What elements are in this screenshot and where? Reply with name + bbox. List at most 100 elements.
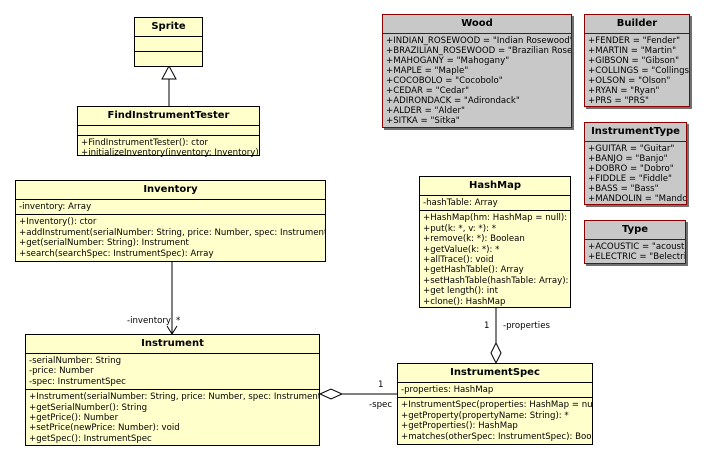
inventory-class[interactable]: Inventory -inventory: Array +Inventory()… (15, 180, 326, 262)
method: +InstrumentSpec(properties: HashMap = nu… (401, 400, 592, 411)
type-literals: +ACOUSTIC = "acoustic" +ELECTRIC = "Bele… (585, 240, 685, 264)
enum-literal: +RYAN = "Ryan" (588, 86, 660, 96)
wood-enum[interactable]: Wood +INDIAN_ROSEWOOD = "Indian Rosewood… (382, 14, 572, 128)
findinstrumenttester-methods: +FindInstrumentTester(): ctor +initializ… (78, 135, 259, 161)
enum-literal: +COLLINGS = "Collings" (588, 66, 689, 76)
type-enum[interactable]: Type +ACOUSTIC = "acoustic" +ELECTRIC = … (584, 220, 686, 264)
method: +getPrice(): Number (29, 413, 119, 424)
enum-literal: +BASS = "Bass" (588, 184, 659, 194)
enum-literal: +ELECTRIC = "Belectric" (588, 252, 685, 262)
inventory-multiplicity: * (176, 316, 181, 326)
instrument-class[interactable]: Instrument -serialNumber: String -price:… (25, 334, 320, 446)
instrumenttype-enum-name: InstrumentType (585, 123, 686, 142)
attribute: -inventory: Array (19, 202, 92, 212)
enum-literal: +DOBRO = "Dobro" (588, 164, 674, 174)
wood-enum-name: Wood (383, 15, 571, 34)
method: +get length(): int (423, 286, 498, 297)
method: +HashMap(hm: HashMap = null): ctor (423, 213, 570, 224)
inventory-methods: +Inventory(): ctor +addInstrument(serial… (16, 214, 325, 261)
method: +search(searchSpec: InstrumentSpec): Arr… (19, 248, 214, 259)
enum-literal: +SITKA = "Sitka" (386, 116, 460, 126)
hashmap-methods: +HashMap(hm: HashMap = null): ctor +put(… (420, 210, 570, 309)
findinstrumenttester-class[interactable]: FindInstrumentTester +FindInstrumentTest… (77, 106, 260, 158)
enum-literal: +GUITAR = "Guitar" (588, 144, 675, 154)
method: +addInstrument(serialNumber: String, pri… (19, 227, 325, 238)
method: +get(serialNumber: String): Instrument (19, 238, 189, 249)
enum-literal: +MARTIN = "Martin" (588, 46, 677, 56)
instrumenttype-enum[interactable]: InstrumentType +GUITAR = "Guitar" +BANJO… (584, 122, 687, 205)
findinstrumenttester-attributes (78, 126, 259, 135)
inventory-class-name: Inventory (16, 181, 325, 200)
attribute: -hashTable: Array (423, 198, 498, 208)
enum-literal: +MAPLE = "Maple" (386, 66, 469, 76)
properties-aggregation-diamond (490, 341, 502, 365)
sprite-attributes (135, 37, 202, 51)
method: +Instrument(serialNumber: String, price:… (29, 392, 319, 403)
findinstrumenttester-class-name: FindInstrumentTester (78, 107, 259, 126)
method: +getProperty(propertyName: String): * (401, 410, 569, 421)
method: +put(k: *, v: *): * (423, 223, 497, 234)
instrumentspec-methods: +InstrumentSpec(properties: HashMap = nu… (398, 397, 592, 444)
sprite-class-name: Sprite (135, 18, 202, 37)
method: +matches(otherSpec: InstrumentSpec): Boo… (401, 431, 592, 442)
enum-literal: +ALDER = "Alder" (386, 106, 465, 116)
attribute: -spec: InstrumentSpec (29, 376, 126, 387)
method: +getSerialNumber(): String (29, 402, 148, 413)
builder-enum-name: Builder (585, 15, 689, 34)
builder-literals: +FENDER = "Fender" +MARTIN = "Martin" +G… (585, 34, 689, 108)
sprite-class[interactable]: Sprite (134, 17, 203, 67)
type-enum-name: Type (585, 221, 685, 240)
instrument-methods: +Instrument(serialNumber: String, price:… (26, 389, 319, 446)
method: +setHashTable(hashTable: Array): void (423, 275, 570, 286)
spec-role-label: -spec (369, 400, 393, 410)
enum-literal: +INDIAN_ROSEWOOD = "Indian Rosewood" (386, 36, 571, 46)
instrumentspec-attributes: -properties: HashMap (398, 383, 592, 397)
enum-literal: +BANJO = "Banjo" (588, 154, 668, 164)
enum-literal: +COCOBOLO = "Cocobolo" (386, 76, 503, 86)
enum-literal: +GIBSON = "Gibson" (588, 56, 680, 66)
enum-literal: +PRS = "PRS" (588, 96, 649, 106)
enum-literal: +FIDDLE = "Fiddle" (588, 174, 672, 184)
method: +getHashTable(): Array (423, 265, 524, 276)
enum-literal: +MAHOGANY = "Mahogany" (386, 56, 510, 66)
method: +getValue(k: *): * (423, 244, 500, 255)
inventory-attributes: -inventory: Array (16, 200, 325, 214)
hashmap-attributes: -hashTable: Array (420, 196, 570, 210)
method: +clone(): HashMap (423, 296, 506, 307)
enum-literal: +CEDAR = "Cedar" (386, 86, 470, 96)
properties-role-label: -properties (503, 321, 550, 331)
method: +remove(k: *): Boolean (423, 234, 525, 245)
instrumentspec-class-name: InstrumentSpec (398, 364, 592, 383)
method: +initializeInventory(inventory: Inventor… (81, 148, 259, 159)
enum-literal: +ACOUSTIC = "acoustic" (588, 242, 685, 252)
hashmap-class-name: HashMap (420, 177, 570, 196)
spec-aggregation-diamond (318, 388, 344, 400)
enum-literal: +MANDOLIN = "Mandolin" (588, 194, 686, 204)
hashmap-class[interactable]: HashMap -hashTable: Array +HashMap(hm: H… (419, 176, 571, 308)
instrumentspec-class[interactable]: InstrumentSpec -properties: HashMap +Ins… (397, 363, 593, 445)
spec-multiplicity: 1 (378, 380, 384, 390)
instrumenttype-literals: +GUITAR = "Guitar" +BANJO = "Banjo" +DOB… (585, 142, 686, 206)
attribute: -price: Number (29, 366, 94, 377)
method: +Inventory(): ctor (19, 217, 97, 228)
generalization-arrowhead (161, 64, 177, 80)
instrument-class-name: Instrument (26, 335, 319, 354)
method: +allTrace(): void (423, 255, 494, 266)
inventory-role-label: -inventory (127, 316, 172, 326)
builder-enum[interactable]: Builder +FENDER = "Fender" +MARTIN = "Ma… (584, 14, 690, 107)
instrument-attributes: -serialNumber: String -price: Number -sp… (26, 354, 319, 389)
sprite-methods (135, 51, 202, 65)
properties-multiplicity: 1 (484, 321, 490, 331)
method: +getProperties(): HashMap (401, 421, 518, 432)
method: +FindInstrumentTester(): ctor (81, 138, 209, 148)
attribute: -serialNumber: String (29, 356, 122, 366)
attribute: -properties: HashMap (401, 385, 494, 395)
enum-literal: +OLSON = "Olson" (588, 76, 671, 86)
enum-literal: +ADIRONDACK = "Adirondack" (386, 96, 520, 106)
method: +setPrice(newPrice: Number): void (29, 423, 180, 434)
method: +getSpec(): InstrumentSpec (29, 433, 152, 444)
enum-literal: +FENDER = "Fender" (588, 36, 681, 46)
enum-literal: +BRAZILIAN_ROSEWOOD = "Brazilian Rosewoo… (386, 46, 571, 56)
wood-literals: +INDIAN_ROSEWOOD = "Indian Rosewood" +BR… (383, 34, 571, 128)
